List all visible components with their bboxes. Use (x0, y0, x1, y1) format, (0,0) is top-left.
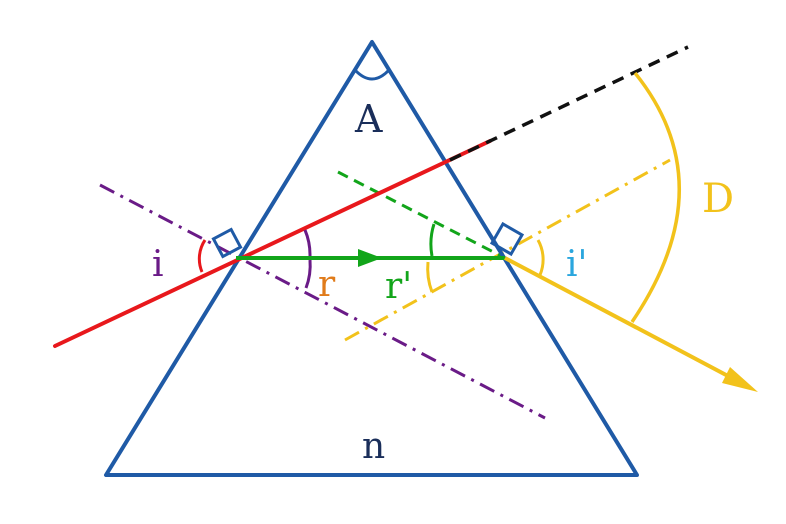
angle-r-arc-upper (303, 229, 312, 257)
apex-angle-arc (353, 68, 391, 81)
incident-ray (53, 139, 492, 348)
angle-i-prime-arc (536, 239, 545, 276)
deviation-angle-arc (630, 71, 681, 323)
label-deviation-angle: D (702, 176, 734, 222)
internal-ray-arrowhead (358, 249, 382, 267)
angle-i-arc (197, 239, 207, 273)
label-apex: A (354, 97, 383, 141)
label-refraction-angle-first: r (318, 264, 336, 305)
label-incidence-angle: i (152, 244, 164, 285)
label-index: n (362, 426, 385, 467)
angle-r-arc-lower (304, 259, 312, 289)
right-angle-marker-second (489, 221, 525, 257)
emergent-ray-arrowhead (722, 367, 758, 392)
incident-ray-extension (449, 45, 689, 162)
label-emergence-angle: i' (566, 244, 587, 285)
normal-second-face (344, 158, 671, 342)
angle-r-prime-arc-lower (426, 261, 434, 293)
right-angle-marker-first (211, 227, 243, 259)
green-reference-line (337, 170, 506, 260)
angle-r-prime-arc-upper (429, 223, 436, 257)
label-refraction-angle-second: r' (385, 266, 412, 307)
emergent-ray (504, 256, 746, 387)
